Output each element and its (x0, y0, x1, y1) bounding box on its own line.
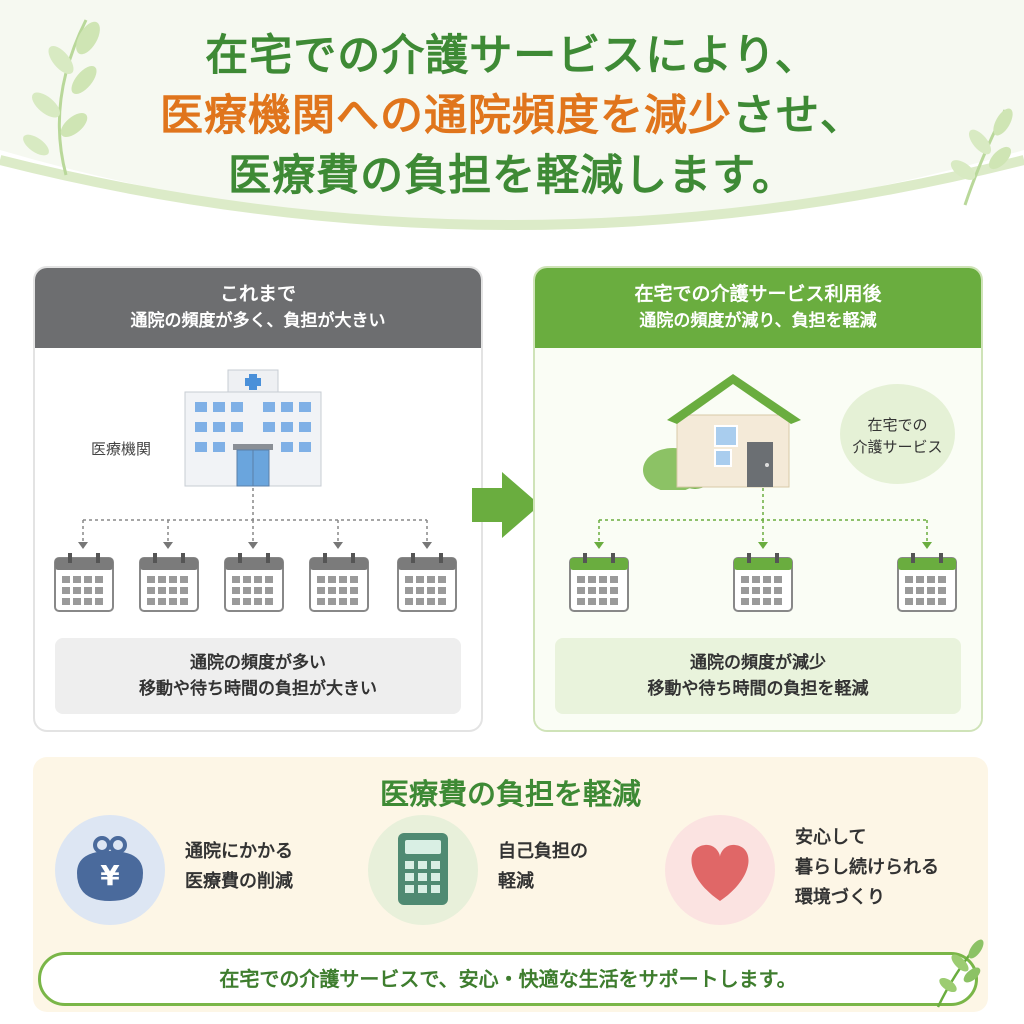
summary-title: 医療費の負担を軽減 (379, 777, 641, 811)
benefit-text: 安心して 暮らし続けられる 環境づくり (795, 823, 939, 913)
care-bubble-line-1: 在宅での (867, 416, 928, 434)
hospital-icon (184, 369, 322, 487)
headline-line-2-tail: させ、 (732, 91, 864, 141)
leaf-decoration-icon (23, 19, 100, 176)
benefit-circle (368, 815, 478, 925)
before-panel: これまで 通院の頻度が多く、負担が大きい 医療機関 (33, 266, 483, 732)
heart-icon (691, 844, 749, 901)
arrow-right-icon (472, 472, 540, 538)
header-background (0, 0, 1024, 230)
headline-highlight: 医療機関への通院頻度を減少 (160, 91, 732, 141)
after-subtitle: 通院の頻度が減り、負担を軽減 (639, 311, 877, 331)
benefit-line: 医療費の削減 (185, 871, 293, 892)
calculator-icon (398, 833, 448, 905)
leaf-decoration-icon (936, 939, 984, 1008)
visit-connector-lines (78, 488, 432, 549)
header: 在宅での介護サービスにより、 医療機関への通院頻度を減少させ、 医療費の負担を軽… (0, 0, 1024, 250)
care-service-bubble: 在宅での 介護サービス (840, 384, 955, 484)
benefit-text: 自己負担の 軽減 (498, 837, 588, 897)
headline-line-3: 医療費の負担を軽減します。 (228, 151, 796, 201)
after-panel: 在宅での介護サービス利用後 通院の頻度が減り、負担を軽減 在宅での 介護サービス (533, 266, 983, 732)
benefit-circle: ¥ (55, 815, 165, 925)
facility-label: 医療機関 (91, 440, 152, 458)
calendar-icon (569, 552, 629, 616)
before-subtitle: 通院の頻度が多く、負担が大きい (130, 311, 386, 331)
calendar-icon (897, 552, 957, 616)
before-caption-line-1: 通院の頻度が多い (190, 653, 326, 673)
calendar-icon (139, 552, 199, 616)
benefit-line: 軽減 (498, 871, 534, 892)
benefit-item: 安心して 暮らし続けられる 環境づくり (665, 815, 975, 925)
before-title: これまで (219, 283, 296, 305)
benefit-line: 自己負担の (498, 841, 588, 862)
benefit-item: ¥ 通院にかかる 医療費の削減 (55, 815, 355, 925)
visit-connector-lines (594, 488, 932, 549)
after-caption: 通院の頻度が減少 移動や待ち時間の負担を軽減 (555, 638, 961, 714)
care-bubble-line-2: 介護サービス (852, 438, 943, 456)
before-caption: 通院の頻度が多い 移動や待ち時間の負担が大きい (55, 638, 461, 714)
leaf-decoration-icon (950, 108, 1013, 206)
headline-line-1: 在宅での介護サービスにより、 (205, 31, 819, 81)
benefit-line: 暮らし続けられる (795, 857, 939, 878)
headline: 在宅での介護サービスにより、 医療機関への通院頻度を減少させ、 医療費の負担を軽… (0, 26, 1024, 206)
before-caption-line-2: 移動や待ち時間の負担が大きい (139, 679, 377, 699)
calendar-icon (309, 552, 369, 616)
headline-line-2: 医療機関への通院頻度を減少させ、 (0, 86, 1024, 146)
calendar-icon (733, 552, 793, 616)
after-title: 在宅での介護サービス利用後 (634, 283, 882, 305)
benefit-line: 安心して (795, 827, 867, 848)
after-panel-body: 在宅での 介護サービス 通院の頻度が減少 移動や待ち時間の負担を軽減 (535, 348, 981, 730)
support-banner: 在宅での介護サービスで、安心・快適な生活をサポートします。 (38, 952, 978, 1006)
summary-section: 医療費の負担を軽減 ¥ 通院にかかる 医療費の削減 (33, 757, 988, 1012)
after-caption-line-1: 通院の頻度が減少 (690, 653, 826, 673)
svg-text:¥: ¥ (100, 859, 120, 892)
before-panel-body: 医療機関 (35, 348, 481, 730)
after-caption-line-2: 移動や待ち時間の負担を軽減 (647, 679, 869, 699)
before-panel-header: これまで 通院の頻度が多く、負担が大きい (35, 268, 481, 348)
yen-purse-icon: ¥ (77, 836, 143, 901)
benefit-item: 自己負担の 軽減 (368, 815, 668, 925)
after-panel-header: 在宅での介護サービス利用後 通院の頻度が減り、負担を軽減 (535, 268, 981, 348)
benefit-text: 通院にかかる 医療費の削減 (185, 837, 293, 897)
benefit-circle (665, 815, 775, 925)
benefit-line: 環境づくり (795, 887, 885, 908)
calendar-icon (397, 552, 457, 616)
house-icon (643, 374, 801, 490)
calendar-icon (54, 552, 114, 616)
calendar-icon (224, 552, 284, 616)
benefit-line: 通院にかかる (185, 841, 293, 862)
